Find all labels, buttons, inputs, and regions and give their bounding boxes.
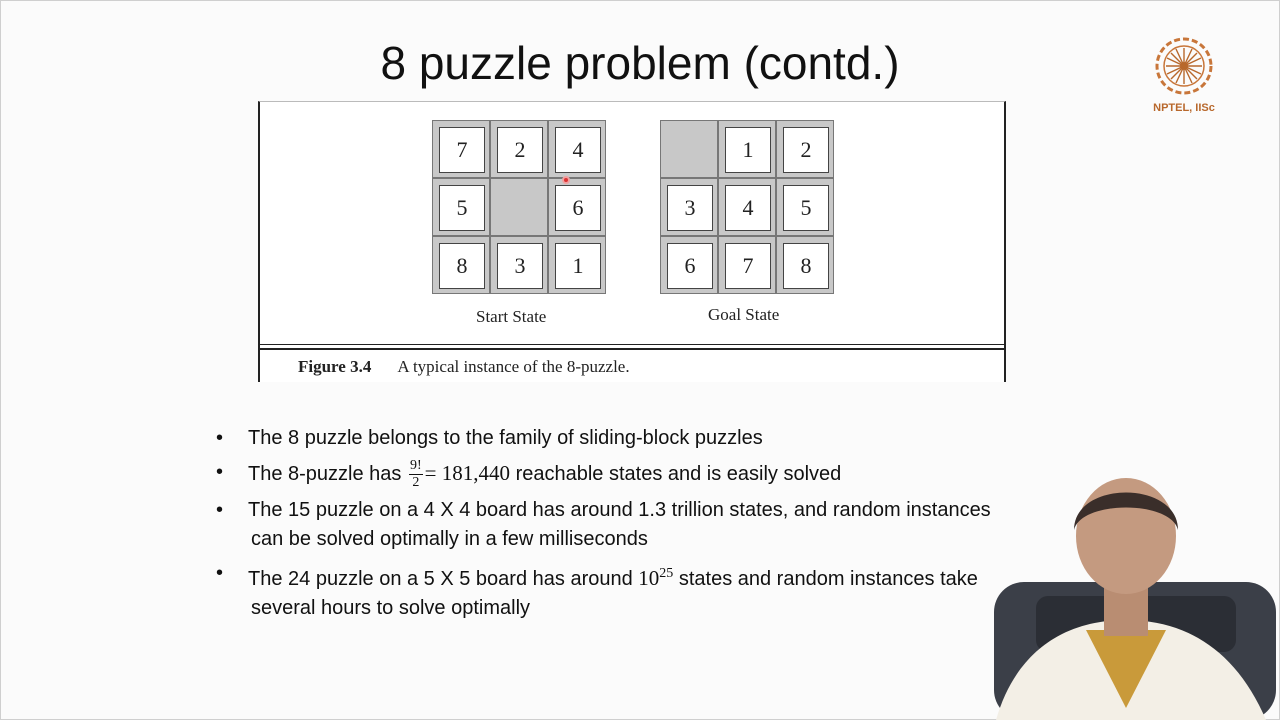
puzzle-cell: 3 [490, 236, 548, 294]
start-state-label: Start State [476, 307, 547, 326]
puzzle-tile: 3 [667, 185, 713, 231]
bullet-marker: • [216, 461, 224, 483]
puzzle-tile: 5 [783, 185, 829, 231]
equation-value: = 181,440 [424, 460, 510, 485]
puzzle-tile: 6 [667, 243, 713, 289]
puzzle-cell: 4 [548, 120, 606, 178]
bullet-marker: • [216, 562, 224, 584]
puzzle-tile: 1 [725, 127, 771, 173]
puzzle-cell: 5 [432, 178, 490, 236]
puzzle-tile: 2 [497, 127, 543, 173]
puzzle-cell: 2 [776, 120, 834, 178]
puzzle-tile: 7 [439, 127, 485, 173]
puzzle-cell: 6 [548, 178, 606, 236]
puzzle-blank-cell [660, 120, 718, 178]
puzzle-tile: 8 [783, 243, 829, 289]
puzzle-cell: 5 [776, 178, 834, 236]
puzzle-tile: 4 [725, 185, 771, 231]
nptel-logo: NPTEL, IISc [1146, 36, 1222, 120]
nptel-emblem-icon [1155, 37, 1213, 95]
figure-divider [260, 344, 1004, 345]
bullet-list: • The 8 puzzle belongs to the family of … [216, 424, 1076, 628]
bullet-text: The 8-puzzle has [248, 462, 402, 485]
bullet-text: The 24 puzzle on a 5 X 5 board has aroun… [248, 568, 633, 590]
bullet-text: The 15 puzzle on a 4 X 4 board has aroun… [248, 499, 991, 521]
goal-state-label: Goal State [708, 305, 780, 324]
bullet-text: states and random instances take [678, 568, 978, 590]
puzzle-cell: 3 [660, 178, 718, 236]
puzzle-tile: 7 [725, 243, 771, 289]
puzzle-cell: 6 [660, 236, 718, 294]
puzzle-cell: 1 [718, 120, 776, 178]
logo-text: NPTEL, IISc [1153, 102, 1215, 114]
figure-divider-thick [260, 348, 1004, 350]
puzzle-cell: 7 [718, 236, 776, 294]
bullet-text-continued: can be solved optimally in a few millise… [251, 528, 648, 550]
puzzle-tile: 4 [555, 127, 601, 173]
laser-pointer-dot [562, 176, 570, 184]
figure-caption-number: Figure 3.4 [298, 357, 372, 376]
puzzle-tile: 6 [555, 185, 601, 231]
fraction-numerator: 9! [408, 458, 423, 475]
fraction: 9!2 [408, 458, 423, 491]
figure-caption: Figure 3.4 A typical instance of the 8-pu… [298, 357, 630, 377]
puzzle-tile: 2 [783, 127, 829, 173]
bullet-item: • The 8-puzzle has 9!2= 181,440 reachabl… [216, 458, 1076, 491]
puzzle-cell: 1 [548, 236, 606, 294]
puzzle-blank-cell [490, 178, 548, 236]
figure-caption-text: A typical instance of the 8-puzzle. [397, 357, 630, 376]
presenter-video-overlay [994, 478, 1276, 720]
power-base: 10 [638, 566, 660, 590]
slide-title: 8 puzzle problem (contd.) [380, 37, 900, 89]
puzzle-cell: 4 [718, 178, 776, 236]
bullet-text: The 8 puzzle belongs to the family of sl… [248, 427, 763, 449]
puzzle-cell: 7 [432, 120, 490, 178]
puzzle-cell: 8 [776, 236, 834, 294]
bullet-item: • The 24 puzzle on a 5 X 5 board has aro… [216, 559, 1076, 623]
puzzle-tile: 8 [439, 243, 485, 289]
bullet-text: reachable states and is easily solved [515, 462, 842, 485]
bullet-text-continued: several hours to solve optimally [251, 597, 531, 619]
puzzle-tile: 5 [439, 185, 485, 231]
fraction-denominator: 2 [412, 475, 420, 490]
bullet-item: • The 8 puzzle belongs to the family of … [216, 424, 1076, 453]
puzzle-tile: 3 [497, 243, 543, 289]
puzzle-tile: 1 [555, 243, 601, 289]
power-exponent: 25 [659, 566, 674, 581]
bullet-item: • The 15 puzzle on a 4 X 4 board has aro… [216, 496, 1076, 554]
puzzle-cell: 2 [490, 120, 548, 178]
power-expression: 1025 [638, 566, 673, 590]
bullet-marker: • [216, 499, 224, 521]
bullet-marker: • [216, 427, 224, 449]
puzzle-cell: 8 [432, 236, 490, 294]
